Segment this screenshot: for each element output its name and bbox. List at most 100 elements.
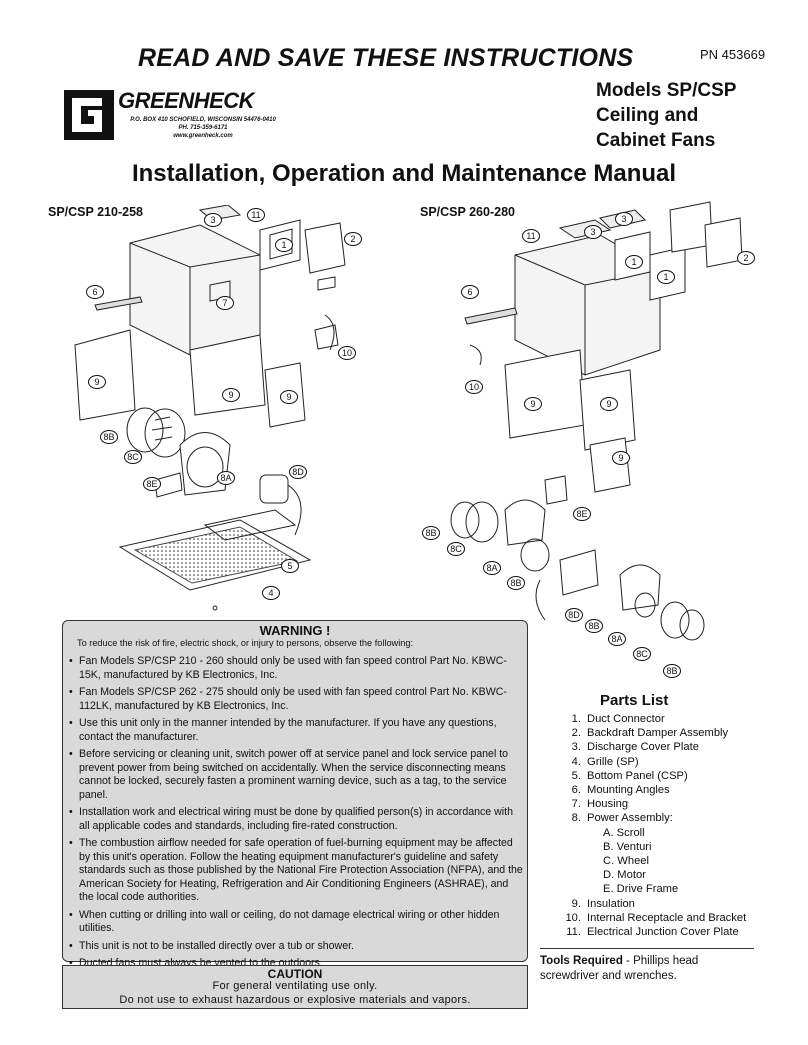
parts-item-label: Power Assembly: — [587, 812, 673, 825]
caution-title: CAUTION — [267, 967, 323, 981]
banner-title: READ AND SAVE THESE INSTRUCTIONS — [138, 44, 634, 72]
parts-item-label: Discharge Cover Plate — [587, 741, 699, 754]
parts-item-label: Bottom Panel (CSP) — [587, 769, 688, 782]
parts-item: 3. Discharge Cover Plate — [557, 740, 797, 754]
callout-8b: 8B — [100, 430, 118, 444]
parts-item-label: Backdraft Damper Assembly — [587, 727, 729, 740]
logo-phone: PH. 715-359-6171 — [178, 125, 228, 131]
parts-list-title: Parts List — [600, 692, 669, 709]
parts-item-number: 2. — [571, 727, 581, 740]
callout-6: 6 — [461, 285, 479, 299]
parts-item-label: E. Drive Frame — [603, 883, 679, 896]
callout-10: 10 — [338, 346, 356, 360]
tools-required: Tools Required - Phillips head screwdriv… — [540, 948, 754, 984]
warning-item: This unit is not to be installed directl… — [67, 940, 523, 954]
parts-item: 9.Insulation — [557, 897, 797, 911]
parts-item-label: Internal Receptacle and Bracket — [587, 911, 747, 924]
parts-item: 1. Duct Connector — [557, 712, 797, 726]
warning-box: WARNING ! To reduce the risk of fire, el… — [62, 620, 528, 970]
logo-address-line: P.O. BOX 410 SCHOFIELD, WISCONSIN 54476-… — [130, 117, 276, 123]
callout-10: 10 — [465, 380, 483, 394]
warning-item: Fan Models SP/CSP 210 - 260 should only … — [67, 655, 523, 682]
left-diagram-label: SP/CSP 210-258 — [48, 205, 143, 219]
parts-item: 5. Bottom Panel (CSP) — [557, 769, 797, 783]
parts-subitem: C. Wheel — [557, 854, 797, 868]
callout-9: 9 — [88, 375, 106, 389]
logo-website: www.greenheck.com — [173, 133, 233, 139]
models-heading: Models SP/CSP Ceiling and Cabinet Fans — [596, 78, 736, 153]
parts-item-number: 5. — [571, 769, 581, 782]
callout-1: 1 — [657, 270, 675, 284]
parts-item-number: 1. — [571, 713, 581, 725]
warning-item: The combustion airflow needed for safe o… — [67, 837, 523, 905]
caution-line-2: Do not use to exhaust hazardous or explo… — [119, 994, 471, 1006]
callout-9: 9 — [280, 390, 298, 404]
callout-11: 11 — [522, 229, 540, 243]
callout-1: 1 — [275, 238, 293, 252]
parts-item-number: 3. — [571, 741, 581, 754]
callout-8c: 8C — [633, 647, 651, 661]
right-exploded-diagram: 3 3 11 2 1 1 6 10 9 9 9 8E 8B 8C 8A 8B 8… — [420, 200, 765, 680]
logo-name: GREENHECK — [118, 88, 255, 113]
callout-9: 9 — [222, 388, 240, 402]
parts-subitem: A. Scroll — [557, 826, 797, 840]
tools-required-label: Tools Required — [540, 955, 623, 967]
parts-item: 4. Grille (SP) — [557, 755, 797, 769]
parts-item-number: 7. — [571, 798, 581, 811]
warning-item: Fan Models SP/CSP 262 - 275 should only … — [67, 686, 523, 713]
callout-8c: 8C — [124, 450, 142, 464]
caution-box: CAUTION For general ventilating use only… — [62, 965, 528, 1009]
callout-9: 9 — [524, 397, 542, 411]
callout-11: 11 — [247, 208, 265, 222]
callout-8b: 8B — [585, 619, 603, 633]
left-exploded-diagram: 3 11 2 1 6 7 10 9 9 9 8B 8C 8E 8A 8D 5 4 — [60, 204, 370, 615]
callout-9: 9 — [600, 397, 618, 411]
parts-item-label: Grille (SP) — [587, 755, 639, 768]
parts-item: 2. Backdraft Damper Assembly — [557, 726, 797, 740]
right-diagram-label: SP/CSP 260-280 — [420, 205, 515, 219]
callout-3: 3 — [204, 213, 222, 227]
parts-item-label: Duct Connector — [587, 713, 665, 725]
callout-8d: 8D — [289, 465, 307, 479]
callout-8d: 8D — [565, 608, 583, 622]
parts-item-label: Mounting Angles — [587, 784, 670, 797]
warning-item: Before servicing or cleaning unit, switc… — [67, 748, 523, 802]
callout-8e: 8E — [143, 477, 161, 491]
callout-8a: 8A — [483, 561, 501, 575]
parts-item-number: 10. — [565, 911, 581, 924]
models-line-1: Models SP/CSP — [596, 80, 737, 101]
callout-7: 7 — [216, 296, 234, 310]
warning-list: Fan Models SP/CSP 210 - 260 should only … — [67, 655, 523, 975]
warning-title: WARNING ! — [259, 623, 331, 638]
parts-item-number: 8. — [571, 812, 581, 825]
parts-item-label: C. Wheel — [603, 855, 650, 868]
logo-mark-icon — [64, 90, 114, 140]
manual-title: Installation, Operation and Maintenance … — [131, 160, 677, 187]
callout-5: 5 — [281, 559, 299, 573]
callout-8a: 8A — [608, 632, 626, 646]
callout-8b: 8B — [663, 664, 681, 678]
parts-item-number: 11. — [566, 926, 581, 939]
parts-item-label: D. Motor — [603, 869, 646, 882]
parts-subitem: D. Motor — [557, 868, 797, 882]
parts-item-label: A. Scroll — [603, 826, 645, 839]
logo-address: P.O. BOX 410 SCHOFIELD, WISCONSIN 54476-… — [118, 116, 288, 140]
callout-8b: 8B — [507, 576, 525, 590]
parts-item-label: Insulation — [587, 897, 635, 910]
parts-item-number: 6. — [571, 784, 581, 797]
warning-intro: To reduce the risk of fire, electric sho… — [77, 638, 414, 648]
parts-list: 1. Duct Connector 2. Backdraft Damper Asse… — [557, 712, 797, 939]
warning-item: When cutting or drilling into wall or ce… — [67, 909, 523, 936]
parts-item: 10. Internal Receptacle and Bracket — [557, 911, 797, 925]
parts-item-label: Housing — [587, 798, 629, 811]
models-line-2: Ceiling and — [596, 105, 699, 126]
callout-3: 3 — [584, 225, 602, 239]
parts-subitem: E. Drive Frame — [557, 882, 797, 896]
warning-item: Installation work and electrical wiring … — [67, 806, 523, 833]
parts-subitem: B. Venturi — [557, 840, 797, 854]
callout-3: 3 — [615, 212, 633, 226]
parts-item-label: Electrical Junction Cover Plate — [587, 926, 739, 939]
callout-8a: 8A — [217, 471, 235, 485]
parts-item-number: 4. — [571, 755, 581, 768]
callout-2: 2 — [344, 232, 362, 246]
